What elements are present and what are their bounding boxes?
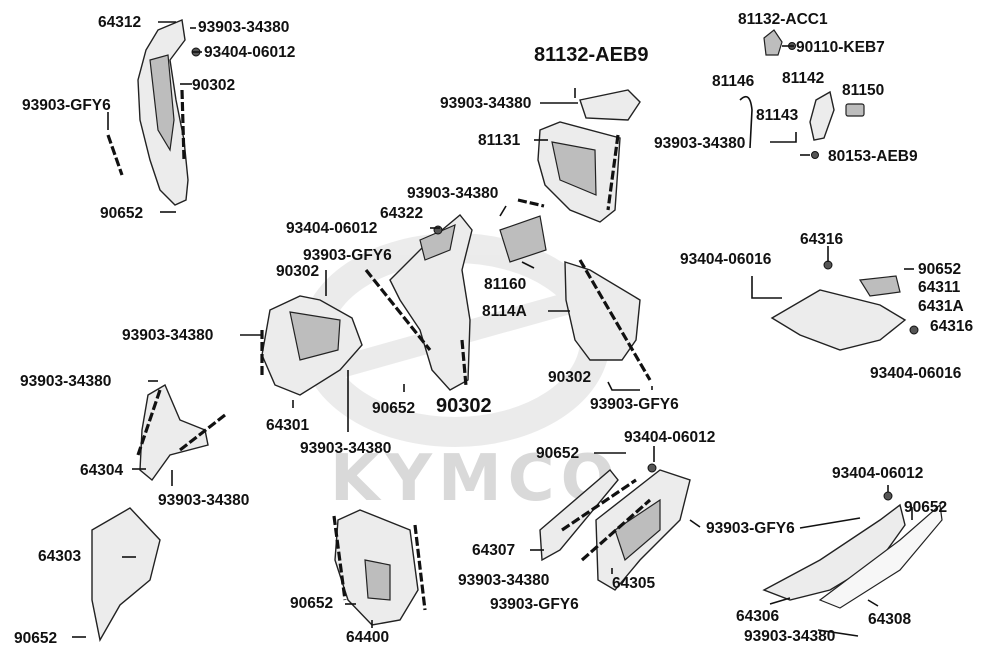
part-64305-drawing xyxy=(595,469,691,591)
part-81131-drawing xyxy=(537,121,621,223)
strip-64304-b xyxy=(179,413,226,452)
label-93903-34380-g: 93903-34380 xyxy=(300,440,391,457)
label-93404-06016-b: 93404-06016 xyxy=(870,365,962,382)
strip-64400-b xyxy=(413,524,427,611)
label-93404-06012-b: 93404-06012 xyxy=(286,220,377,237)
label-90110-keb7: 90110-KEB7 xyxy=(796,39,885,56)
label-90652-b: 90652 xyxy=(918,261,961,278)
part-64307-drawing xyxy=(539,468,619,562)
label-93903-34380-a: 93903-34380 xyxy=(198,19,289,36)
label-93903-gfy6-b: 93903-GFY6 xyxy=(303,247,392,264)
label-64305: 64305 xyxy=(612,575,655,592)
label-64311: 64311 xyxy=(918,279,961,296)
label-90302-d: 90302 xyxy=(436,395,492,417)
label-90302-a: 90302 xyxy=(192,77,235,94)
strip-90302-b xyxy=(460,339,468,387)
label-90302-b: 90302 xyxy=(276,263,319,280)
strip-8114a xyxy=(578,259,652,381)
part-64312-drawing xyxy=(137,19,189,206)
label-93903-gfy6-d: 93903-GFY6 xyxy=(706,520,795,537)
part-64303-drawing xyxy=(91,507,161,642)
label-93903-gfy6-c: 93903-GFY6 xyxy=(590,396,679,413)
strip-81160 xyxy=(517,198,545,208)
leader-lines xyxy=(72,21,914,638)
label-93903-gfy6-e: 93903-GFY6 xyxy=(490,596,579,613)
label-6431a: 6431A xyxy=(918,298,964,315)
part-8114a-drawing xyxy=(564,261,641,361)
label-81143: 81143 xyxy=(756,107,799,124)
label-93404-06012-d: 93404-06012 xyxy=(832,465,923,482)
strip-81131 xyxy=(606,134,620,211)
part-81160-drawing xyxy=(499,215,547,263)
strip-64400-a xyxy=(332,515,347,601)
label-64400: 64400 xyxy=(346,629,389,646)
label-64307: 64307 xyxy=(472,542,515,559)
label-90652-c: 90652 xyxy=(372,400,415,417)
label-93903-34380-h: 93903-34380 xyxy=(158,492,249,509)
part-81142-drawing xyxy=(809,90,835,141)
label-81160: 81160 xyxy=(484,276,526,293)
part-81132-acc1-drawing xyxy=(763,29,783,56)
label-81132-aeb9: 81132-AEB9 xyxy=(534,44,649,66)
part-64311-drawing xyxy=(770,275,907,351)
label-93404-06012-a: 93404-06012 xyxy=(204,44,295,61)
part-64301-drawing xyxy=(261,295,363,396)
label-90652-f: 90652 xyxy=(14,630,57,647)
label-81142: 81142 xyxy=(782,70,824,87)
label-93903-34380-f: 93903-34380 xyxy=(20,373,111,390)
part-64400-drawing xyxy=(334,509,419,626)
label-81150: 81150 xyxy=(842,82,884,99)
label-93404-06016-a: 93404-06016 xyxy=(680,251,772,268)
label-64312: 64312 xyxy=(98,14,141,31)
label-81146: 81146 xyxy=(712,73,755,90)
label-90652-a: 90652 xyxy=(100,205,143,222)
label-93903-34380-d: 93903-34380 xyxy=(407,185,498,202)
label-8114a: 8114A xyxy=(482,303,527,320)
label-64316-b: 64316 xyxy=(930,318,973,335)
label-64322: 64322 xyxy=(380,205,423,222)
label-64304: 64304 xyxy=(80,462,123,479)
label-90652-g: 90652 xyxy=(290,595,333,612)
label-93903-34380-b: 93903-34380 xyxy=(440,95,531,112)
strip-gfy6-b xyxy=(364,269,432,351)
label-80153-aeb9: 80153-AEB9 xyxy=(828,148,918,165)
label-64306: 64306 xyxy=(736,608,779,625)
callout-labels: 64312 93903-34380 93404-06012 90302 9390… xyxy=(14,11,973,647)
part-64304-drawing xyxy=(139,383,209,482)
label-81131: 81131 xyxy=(478,132,521,149)
label-93903-34380-e: 93903-34380 xyxy=(122,327,213,344)
strip-64305-a xyxy=(561,478,637,532)
label-64303: 64303 xyxy=(38,548,81,565)
label-64308: 64308 xyxy=(868,611,911,628)
part-81132-aeb9-drawing xyxy=(579,89,641,121)
label-90652-d: 90652 xyxy=(536,445,579,462)
label-90652-e: 90652 xyxy=(904,499,947,516)
label-93404-06012-c: 93404-06012 xyxy=(624,429,715,446)
label-93903-gfy6-a: 93903-GFY6 xyxy=(22,97,111,114)
strip-gfy6-a xyxy=(106,134,124,176)
part-64306-drawing xyxy=(762,503,906,601)
label-93903-34380-i: 93903-34380 xyxy=(458,572,549,589)
label-90302-c: 90302 xyxy=(548,369,591,386)
part-64322-drawing xyxy=(389,214,473,391)
label-93903-34380-j: 93903-34380 xyxy=(744,628,835,645)
label-64316-a: 64316 xyxy=(800,231,843,248)
strip-64305-b xyxy=(580,498,652,562)
part-81146-drawing xyxy=(739,95,753,149)
watermark-text: KYMCO xyxy=(330,442,621,516)
part-64308-drawing xyxy=(818,503,943,609)
part-81150-drawing xyxy=(845,103,865,117)
label-81132-acc1: 81132-ACC1 xyxy=(738,11,828,28)
label-93903-34380-c: 93903-34380 xyxy=(654,135,745,152)
label-64301: 64301 xyxy=(266,417,309,434)
